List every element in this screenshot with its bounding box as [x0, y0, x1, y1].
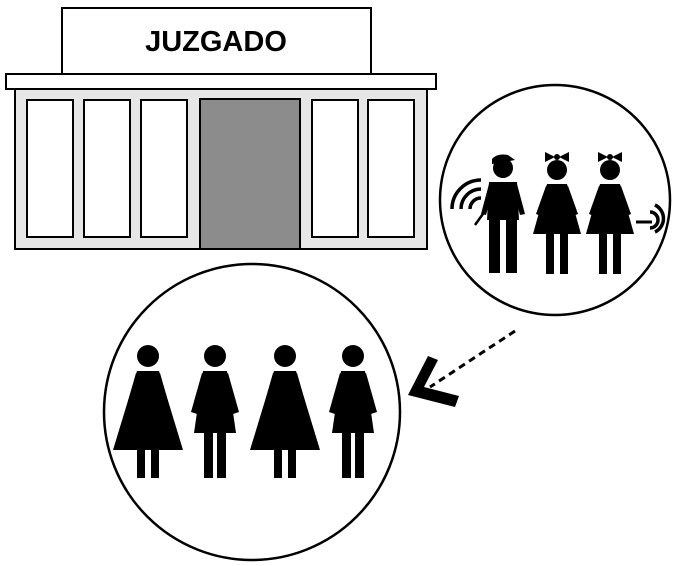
courthouse-window: [367, 99, 415, 238]
courthouse-window: [140, 99, 188, 238]
courthouse-sign-label: JUZGADO: [145, 26, 287, 58]
courthouse-icon: JUZGADO: [5, 7, 437, 250]
courthouse-window: [311, 99, 359, 238]
courthouse-sign: [61, 7, 372, 75]
women-group-circle: [102, 262, 402, 562]
courthouse-window: [26, 99, 74, 238]
courthouse-window: [83, 99, 131, 238]
courthouse-door: [199, 98, 301, 250]
courthouse-roof: [5, 73, 437, 90]
sound-waves-icon: [450, 178, 487, 226]
children-group-circle: [438, 83, 672, 317]
dashed-arrow-icon: [408, 329, 516, 407]
sound-waves-icon: [636, 203, 666, 234]
